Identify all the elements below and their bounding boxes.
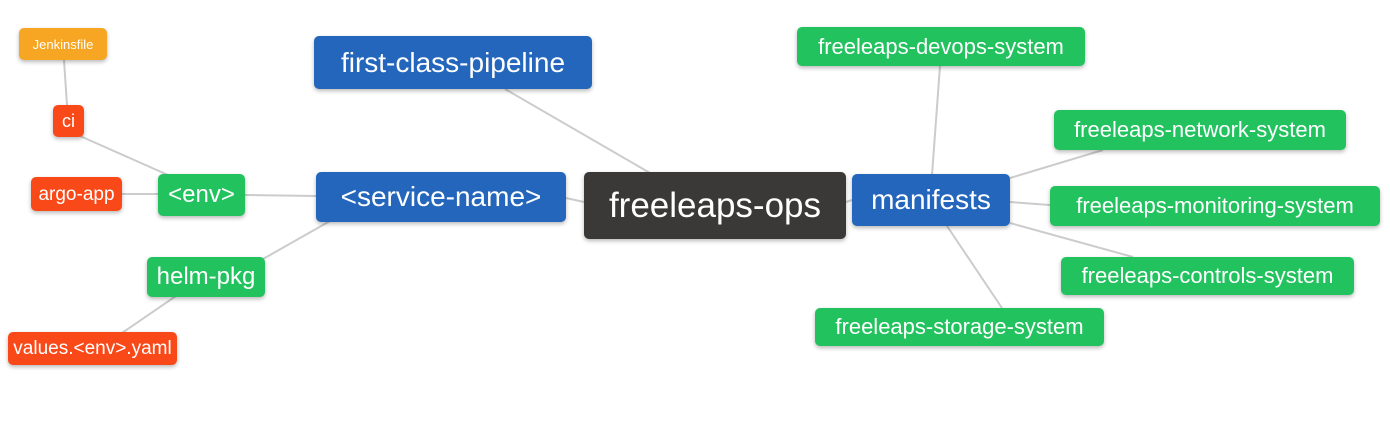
node-helm-pkg[interactable]: helm-pkg	[147, 257, 265, 297]
edge-helm-pkg-values-env-yaml	[121, 295, 177, 334]
edge-first-class-pipeline-freeleaps-ops	[504, 88, 651, 174]
edge-ci-env	[79, 135, 169, 176]
node-argo-app[interactable]: argo-app	[31, 177, 122, 211]
node-freeleaps-ops[interactable]: freeleaps-ops	[584, 172, 846, 239]
node-values-env-yaml[interactable]: values.<env>.yaml	[8, 332, 177, 365]
node-freeleaps-controls-system[interactable]: freeleaps-controls-system	[1061, 257, 1354, 295]
edge-env-service-name	[244, 194, 317, 197]
edge-service-name-helm-pkg	[262, 220, 331, 260]
edge-service-name-freeleaps-ops	[565, 197, 585, 203]
edge-jenkinsfile-ci	[63, 59, 68, 106]
node-first-class-pipeline[interactable]: first-class-pipeline	[314, 36, 592, 89]
node-env[interactable]: <env>	[158, 174, 245, 216]
edge-manifests-network-system	[1009, 149, 1104, 179]
node-freeleaps-devops-system[interactable]: freeleaps-devops-system	[797, 27, 1085, 66]
node-freeleaps-storage-system[interactable]: freeleaps-storage-system	[815, 308, 1104, 346]
node-manifests[interactable]: manifests	[852, 174, 1010, 226]
node-freeleaps-network-system[interactable]: freeleaps-network-system	[1054, 110, 1346, 150]
edge-manifests-monitoring-system	[1009, 201, 1051, 206]
node-service-name[interactable]: <service-name>	[316, 172, 566, 222]
edge-manifests-storage-system	[946, 225, 1003, 309]
edge-manifests-devops-system	[931, 65, 941, 176]
node-freeleaps-monitoring-system[interactable]: freeleaps-monitoring-system	[1050, 186, 1380, 226]
edge-freeleaps-ops-manifests	[845, 199, 853, 203]
edge-manifests-controls-system	[1009, 222, 1134, 258]
node-ci[interactable]: ci	[53, 105, 84, 137]
node-jenkinsfile[interactable]: Jenkinsfile	[19, 28, 107, 60]
